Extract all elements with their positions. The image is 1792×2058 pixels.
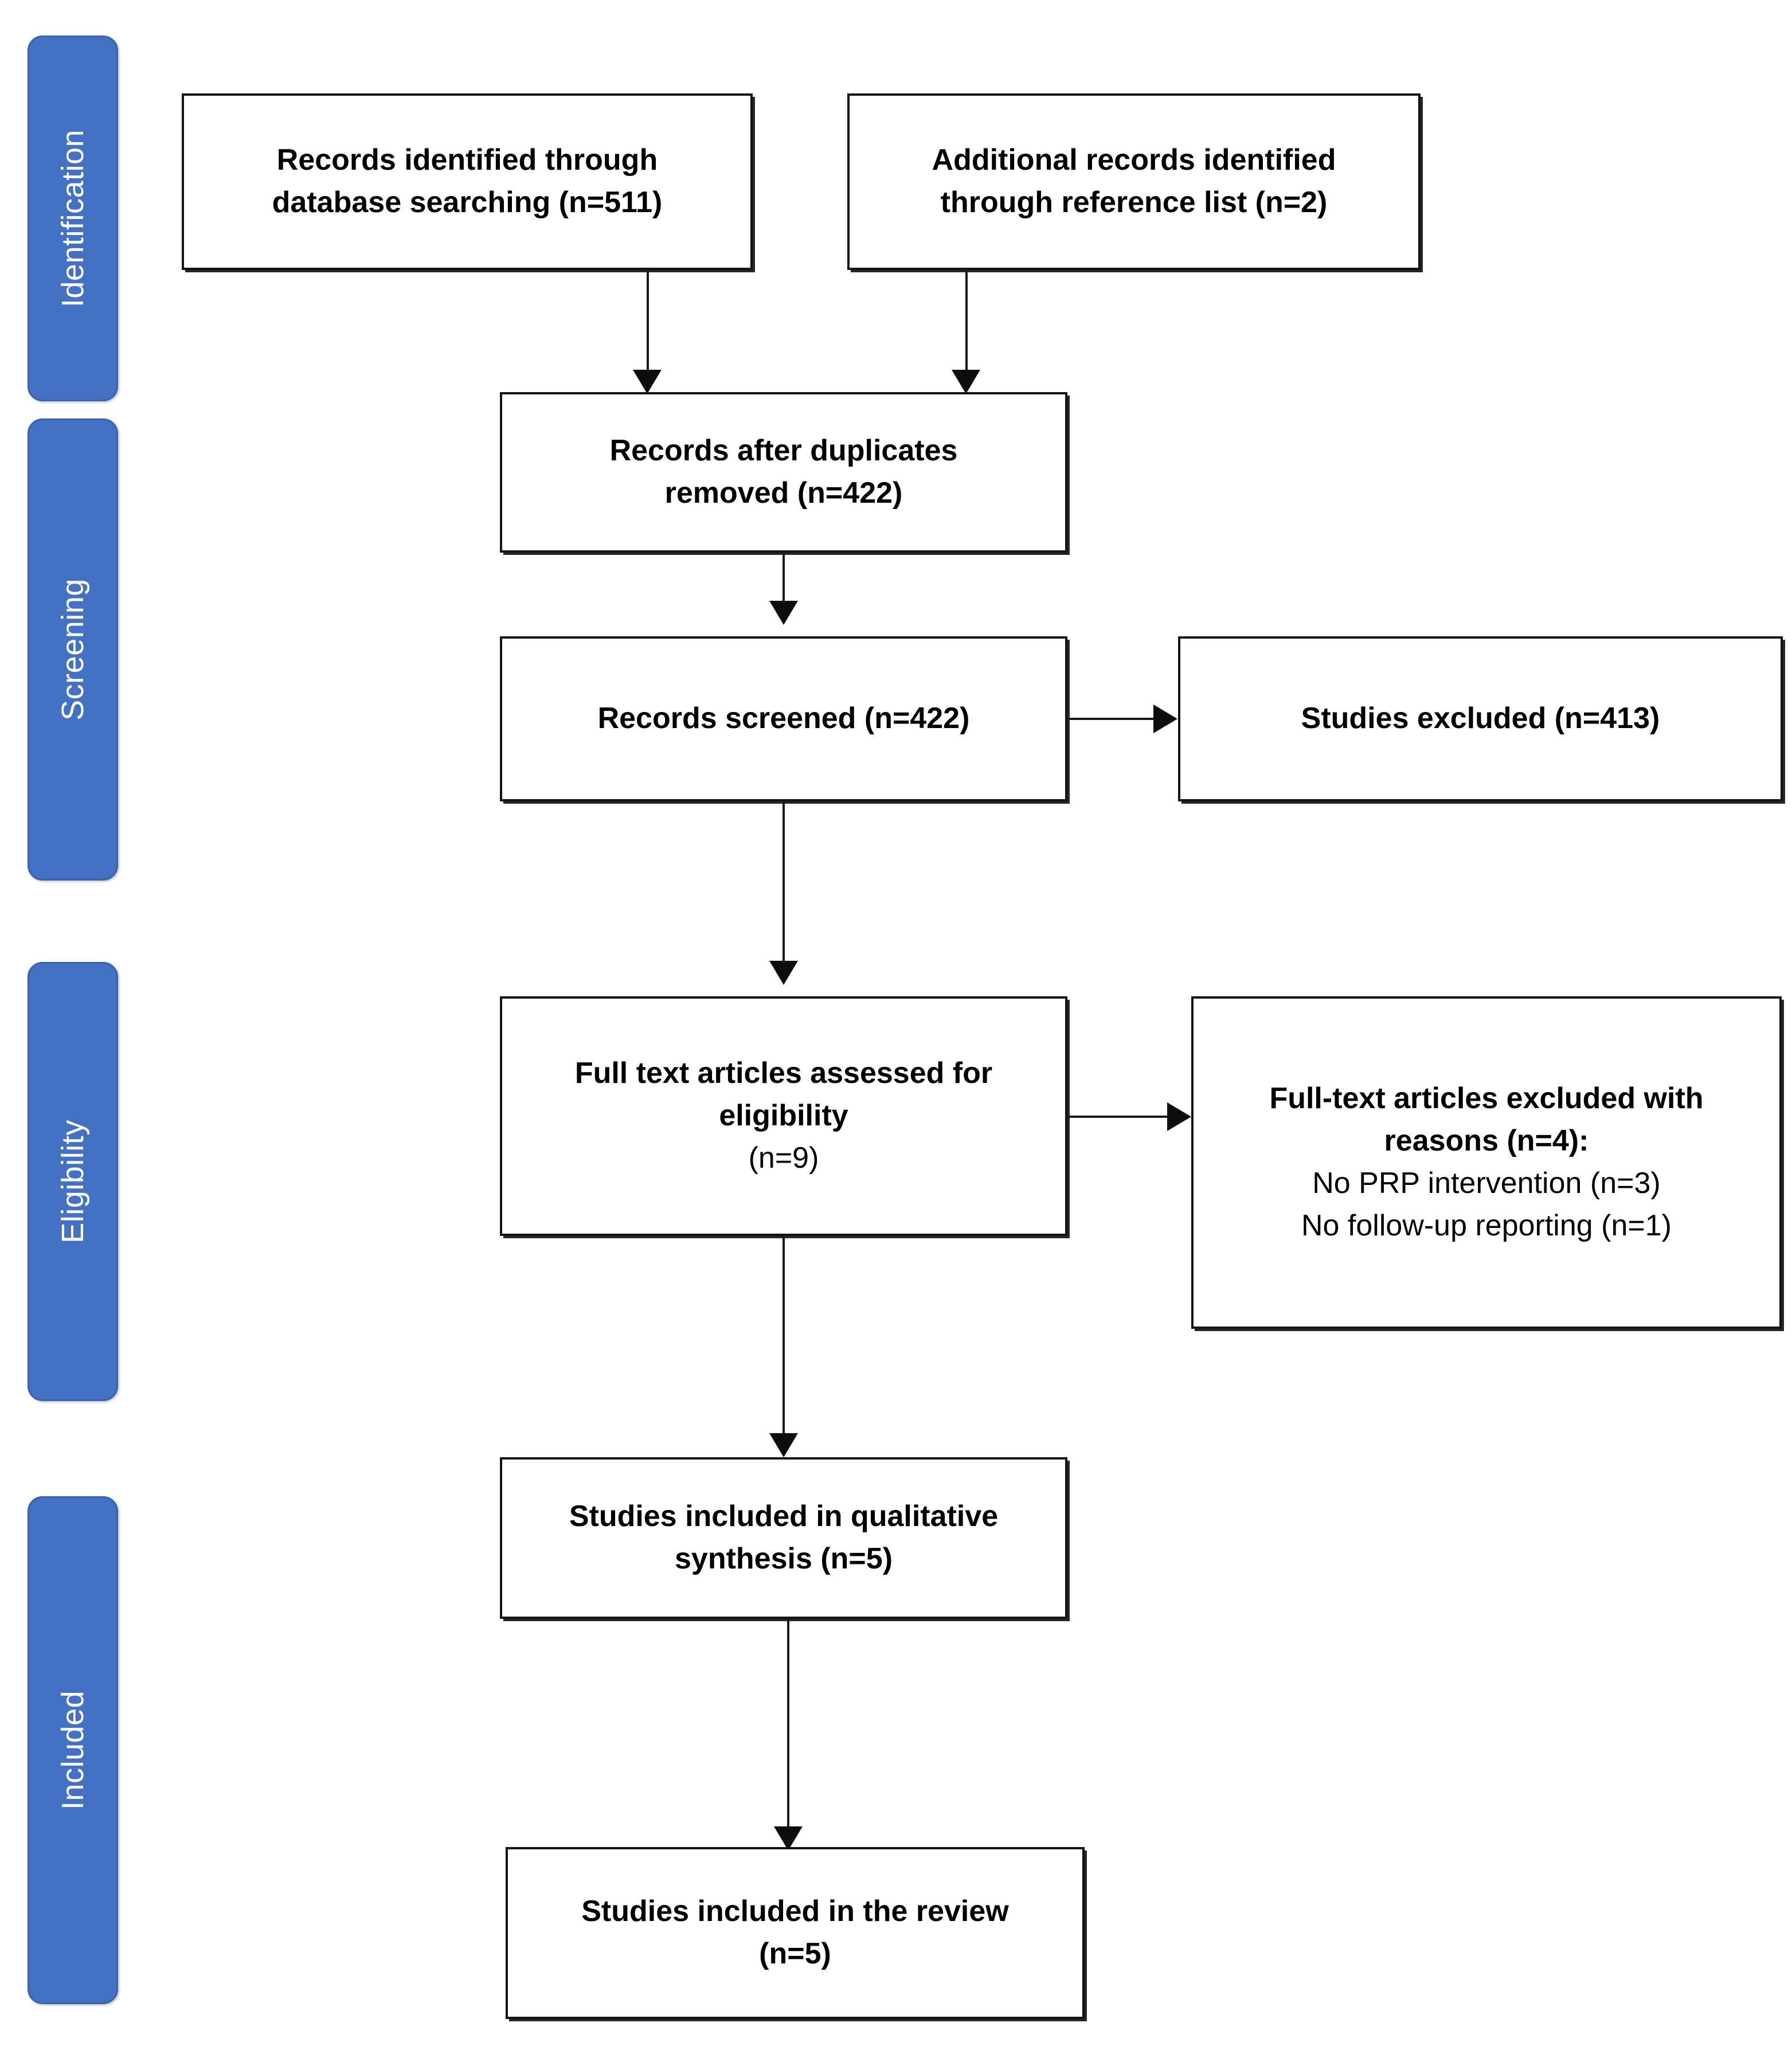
box-line: No follow-up reporting (n=1)	[1301, 1208, 1672, 1242]
arrowhead-database-to-duplicates	[633, 370, 662, 394]
box-line: database searching (n=511)	[272, 186, 663, 219]
stage-bar-identification: Identification	[28, 36, 118, 401]
box-records-identified-database: Records identified through database sear…	[182, 93, 753, 270]
stage-label-screening: Screening	[56, 578, 91, 721]
box-line: Studies included in qualitative	[569, 1500, 999, 1533]
stage-label-eligibility: Eligibility	[56, 1120, 91, 1243]
box-line: (n=9)	[748, 1141, 819, 1175]
stage-label-included: Included	[56, 1690, 91, 1810]
box-line: Additional records identified	[932, 143, 1336, 177]
box-line: Full text articles assessed for	[574, 1057, 993, 1090]
connector-fulltext-to-synthesis	[782, 1236, 785, 1448]
arrowhead-screened-to-fulltext	[769, 961, 798, 985]
connector-fulltext-to-excluded	[1067, 1116, 1171, 1118]
box-line: Studies included in the review	[581, 1895, 1009, 1928]
box-line: reasons (n=4):	[1384, 1124, 1589, 1158]
box-fulltext-excluded-reasons: Full-text articles excluded with reasons…	[1191, 996, 1782, 1329]
box-line: Records identified through	[276, 143, 658, 177]
stage-bar-screening: Screening	[28, 418, 118, 881]
box-fulltext-assessed: Full text articles assessed for eligibil…	[500, 996, 1067, 1236]
arrowhead-synthesis-to-review	[774, 1826, 803, 1850]
connector-screened-to-excluded	[1067, 718, 1157, 720]
box-line: removed (n=422)	[664, 476, 903, 510]
box-line: Records screened (n=422)	[597, 702, 970, 735]
arrowhead-fulltext-to-synthesis	[769, 1433, 798, 1457]
box-qualitative-synthesis: Studies included in qualitative synthesi…	[500, 1457, 1067, 1619]
box-line: Full-text articles excluded with	[1269, 1082, 1704, 1116]
stage-label-identification: Identification	[56, 129, 91, 308]
arrowhead-reference-to-duplicates	[952, 370, 980, 394]
box-records-screened: Records screened (n=422)	[500, 636, 1067, 801]
connector-database-to-duplicates	[647, 270, 649, 385]
box-studies-excluded: Studies excluded (n=413)	[1178, 636, 1783, 801]
box-line: (n=5)	[759, 1937, 831, 1970]
box-records-after-duplicates: Records after duplicates removed (n=422)	[500, 392, 1067, 553]
stage-bar-included: Included	[28, 1496, 118, 2004]
connector-synthesis-to-review	[787, 1619, 789, 1849]
arrowhead-fulltext-to-excluded	[1167, 1102, 1191, 1131]
box-line: No PRP intervention (n=3)	[1312, 1167, 1661, 1200]
stage-bar-eligibility: Eligibility	[28, 962, 118, 1401]
box-line: Studies excluded (n=413)	[1301, 702, 1660, 735]
box-additional-records-reference: Additional records identified through re…	[847, 93, 1421, 270]
box-line: synthesis (n=5)	[674, 1542, 893, 1575]
connector-reference-to-duplicates	[965, 270, 968, 385]
connector-screened-to-fulltext	[782, 801, 785, 973]
box-studies-included-review: Studies included in the review (n=5)	[506, 1847, 1085, 2019]
arrowhead-screened-to-excluded	[1153, 705, 1177, 733]
box-line: eligibility	[719, 1099, 848, 1133]
connector-duplicates-to-screened	[782, 553, 785, 615]
box-line: Records after duplicates	[609, 434, 958, 468]
arrowhead-duplicates-to-screened	[769, 601, 798, 625]
box-line: through reference list (n=2)	[940, 186, 1328, 219]
